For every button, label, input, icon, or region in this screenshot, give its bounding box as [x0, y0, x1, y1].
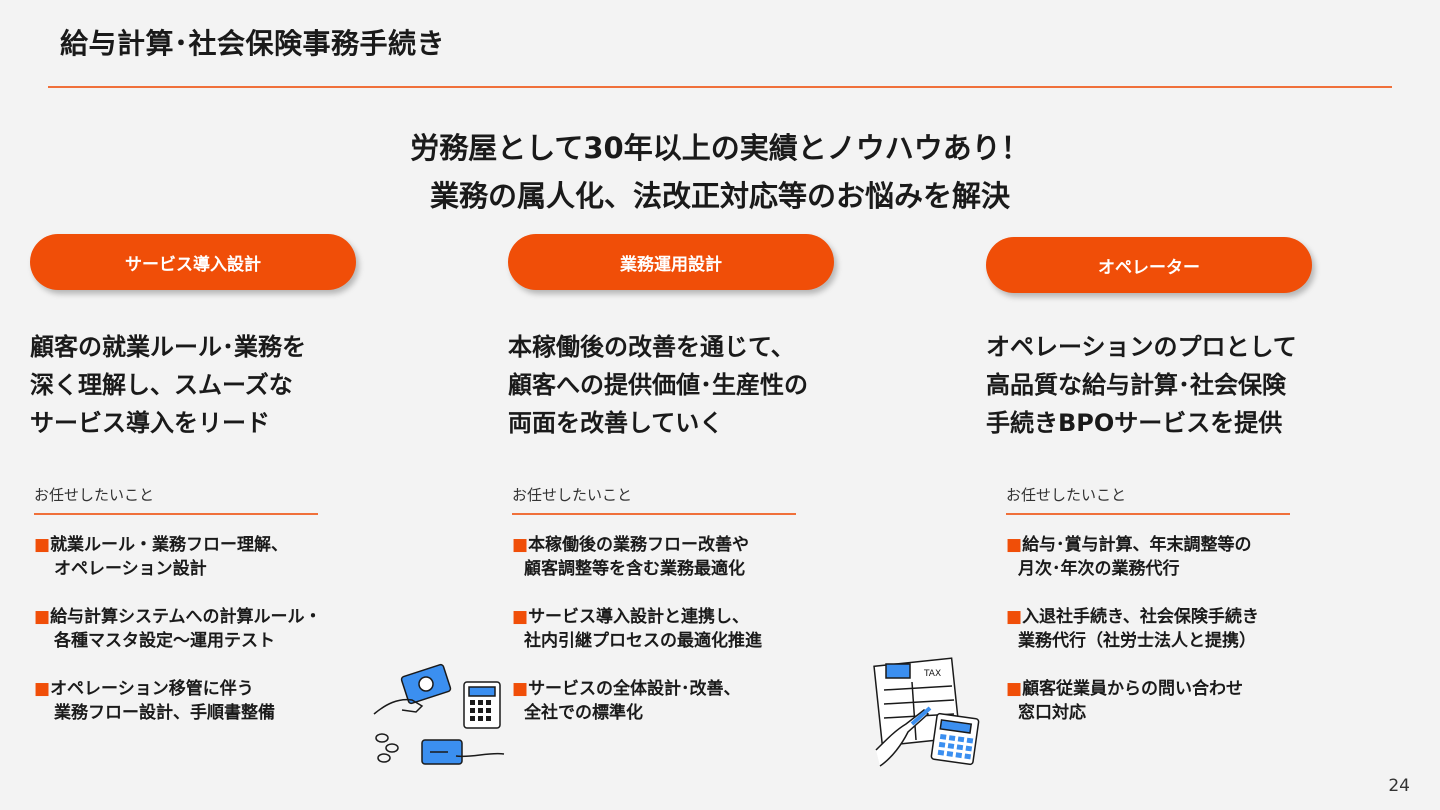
subheading-rule: [512, 513, 796, 515]
subheading-rule: [1006, 513, 1290, 515]
list-item: ■顧客従業員からの問い合わせ窓口対応: [1006, 679, 1244, 723]
pill-operator: オペレーター: [986, 237, 1312, 293]
bullet: ■: [34, 679, 51, 699]
subheading: お任せしたいこと: [34, 486, 155, 504]
lead-line: 両面を改善していく: [508, 409, 724, 437]
subheading: お任せしたいこと: [1006, 486, 1127, 504]
bullet: ■: [34, 535, 51, 555]
hand-icon: [373, 698, 424, 715]
list-item: ■給与計算システムへの計算ルール・各種マスタ設定～運用テスト: [34, 607, 322, 651]
lead-line: 手続きBPOサービスを提供: [986, 409, 1283, 437]
list-item: ■給与･賞与計算、年末調整等の月次･年次の業務代行: [1006, 535, 1252, 579]
subheading-rule: [34, 513, 318, 515]
list-item: ■サービス導入設計と連携し、社内引継プロセスの最適化推進: [512, 607, 762, 651]
title-divider: [48, 86, 1392, 88]
task-list: ■就業ルール・業務フロー理解、オペレーション設計 ■給与計算システムへの計算ルー…: [34, 533, 404, 749]
lead-line: オペレーションのプロとして: [986, 333, 1297, 361]
lead-line: 本稼働後の改善を通じて、: [508, 333, 795, 361]
lead-line: 深く理解し、スムーズな: [30, 371, 293, 399]
column-service-design: サービス導入設計 顧客の就業ルール･業務を 深く理解し、スムーズな サービス導入…: [30, 234, 370, 442]
bullet: ■: [34, 607, 51, 627]
subheading: お任せしたいこと: [512, 486, 633, 504]
lead-line: サービス導入をリード: [30, 409, 270, 437]
lead-text: 顧客の就業ルール･業務を 深く理解し、スムーズな サービス導入をリード: [30, 328, 370, 442]
pill-service-design: サービス導入設計: [30, 234, 356, 290]
list-item: ■就業ルール・業務フロー理解、オペレーション設計: [34, 535, 289, 579]
lead-line: 高品質な給与計算･社会保険: [986, 371, 1286, 399]
bullet: ■: [512, 607, 529, 627]
list-item: ■サービスの全体設計･改善、全社での標準化: [512, 679, 741, 723]
task-list: ■本稼働後の業務フロー改善や顧客調整等を含む業務最適化 ■サービス導入設計と連携…: [512, 533, 882, 749]
tax-label: TAX: [923, 669, 941, 679]
lead-text: 本稼働後の改善を通じて、 顧客への提供価値･生産性の 両面を改善していく: [508, 328, 848, 442]
headline-line-2: 業務の属人化、法改正対応等のお悩みを解決: [429, 179, 1010, 213]
task-list: ■給与･賞与計算、年末調整等の月次･年次の業務代行 ■入退社手続き、社会保険手続…: [1006, 533, 1406, 749]
column-operation-design: 業務運用設計 本稼働後の改善を通じて、 顧客への提供価値･生産性の 両面を改善し…: [508, 234, 848, 442]
money-calculator-illustration: [373, 663, 505, 765]
page-number: 24: [1388, 776, 1410, 796]
column-operator: オペレーター オペレーションのプロとして 高品質な給与計算･社会保険 手続きBP…: [986, 234, 1326, 442]
list-item: ■本稼働後の業務フロー改善や顧客調整等を含む業務最適化: [512, 535, 750, 579]
list-item: ■オペレーション移管に伴う業務フロー設計、手順書整備: [34, 679, 275, 723]
bullet: ■: [1006, 535, 1023, 555]
bullet: ■: [512, 535, 529, 555]
pill-operation-design: 業務運用設計: [508, 234, 834, 290]
lead-text: オペレーションのプロとして 高品質な給与計算･社会保険 手続きBPOサービスを提…: [986, 328, 1326, 442]
tax-form-illustration: TAX: [873, 657, 980, 767]
coin-icon: [375, 733, 389, 743]
lead-line: 顧客への提供価値･生産性の: [508, 371, 808, 399]
bullet: ■: [1006, 679, 1023, 699]
list-item: ■入退社手続き、社会保険手続き業務代行（社労士法人と提携）: [1006, 607, 1259, 651]
slide-title: 給与計算･社会保険事務手続き: [60, 27, 446, 60]
bullet: ■: [1006, 607, 1023, 627]
headline-line-1: 労務屋として30年以上の実績とノウハウあり！: [410, 131, 1030, 165]
hand-icon: [430, 751, 505, 758]
lead-line: 顧客の就業ルール･業務を: [30, 333, 306, 361]
headline: 労務屋として30年以上の実績とノウハウあり！ 業務の属人化、法改正対応等のお悩み…: [0, 124, 1440, 220]
coin-symbol-icon: [418, 676, 434, 692]
bullet: ■: [512, 679, 529, 699]
